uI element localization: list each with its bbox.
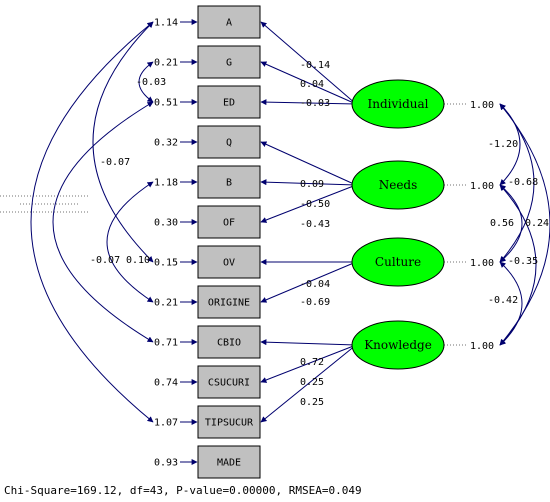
latent-variable-label: Culture [375, 255, 421, 269]
error-covariance-arc [92, 21, 154, 263]
observed-variable-label: A [226, 18, 232, 29]
loading-path [260, 344, 357, 383]
latent-covariance-value: -0.35 [508, 256, 538, 267]
observed-variable-of: OF [197, 205, 261, 239]
error-variance-value: 0.30 [154, 218, 178, 229]
observed-variable-made: MADE [197, 445, 261, 479]
observed-variable-a: A [197, 5, 261, 39]
error-covariance-arc [52, 101, 154, 343]
error-variance-value: 0.93 [154, 458, 178, 469]
error-covariance-value: -0.07 [90, 255, 120, 266]
loading-value: -0.50 [300, 199, 330, 210]
loading-value: 0.09 [300, 179, 324, 190]
error-covariance-arcs [30, 21, 154, 423]
error-covariance-arc [106, 181, 154, 303]
loading-path [260, 184, 357, 223]
loading-value: -0.69 [300, 297, 330, 308]
latent-covariance-value: 0.56 [490, 218, 514, 229]
loading-value: 0.04 [300, 79, 324, 90]
observed-variable-ov: OV [197, 245, 261, 279]
observed-variable-g: G [197, 45, 261, 79]
observed-variable-cbio: CBIO [197, 325, 261, 359]
latent-covariance-value: -1.20 [488, 139, 518, 150]
error-variance-value: 0.51 [154, 98, 178, 109]
loading-path [260, 261, 357, 303]
latent-covariance-arc [499, 261, 523, 346]
latent-variable-label: Individual [367, 97, 428, 111]
error-covariance-arc [138, 61, 154, 103]
latent-covariance-arc [499, 184, 523, 263]
observed-variable-label: CSUCURI [208, 378, 250, 389]
error-variance-value: 0.21 [154, 58, 178, 69]
error-variance-value: 0.71 [154, 338, 178, 349]
observed-variable-q: Q [197, 125, 261, 159]
observed-variable-label: ED [223, 98, 235, 109]
loading-path [260, 99, 357, 106]
error-variance-value: 1.18 [154, 178, 178, 189]
observed-variable-origine: ORIGINE [197, 285, 261, 319]
observed-variable-label: G [226, 58, 232, 69]
loading-paths [260, 21, 357, 423]
loading-value: 0.25 [300, 377, 324, 388]
observed-variable-label: MADE [217, 458, 241, 469]
latent-covariance-arcs [499, 103, 550, 346]
latent-variance-value: 1.00 [470, 100, 494, 111]
latent-variable-label: Knowledge [364, 338, 432, 352]
observed-variable-label: TIPSUCUR [205, 418, 254, 429]
loading-path [260, 141, 357, 186]
error-covariance-value: -0.07 [100, 157, 130, 168]
error-covariance-value: -0.03 [136, 77, 166, 88]
latent-covariance-value: -0.68 [508, 177, 538, 188]
error-variance-value: 0.74 [154, 378, 178, 389]
observed-variable-b: B [197, 165, 261, 199]
latent-variable-needs: Needs [351, 160, 445, 210]
latent-variable-individual: Individual [351, 79, 445, 129]
observed-variable-label: B [226, 178, 232, 189]
loading-value: -0.03 [300, 98, 330, 109]
latent-covariance-value: -0.42 [488, 295, 518, 306]
observed-variable-label: OF [223, 218, 235, 229]
observed-variable-label: OV [223, 258, 235, 269]
coefficient-labels: 1.14 0.21 0.51 0.32 1.18 0.30 0.15 0.21 0.71 0.74… [90, 18, 549, 469]
latent-variable-label: Needs [379, 178, 418, 192]
latent-variable-knowledge: Knowledge [351, 320, 445, 370]
latent-variance-value: 1.00 [470, 341, 494, 352]
error-arrows [180, 19, 198, 465]
fit-statistics: Chi-Square=169.12, df=43, P-value=0.0000… [4, 484, 362, 497]
loading-value: -0.04 [300, 279, 330, 290]
observed-variable-csucuri: CSUCURI [197, 365, 261, 399]
observed-variable-label: ORIGINE [208, 298, 250, 309]
latent-variance-value: 1.00 [470, 181, 494, 192]
faint-background-marks [0, 103, 468, 346]
loading-value: 0.25 [300, 397, 324, 408]
loading-value: -0.14 [300, 60, 330, 71]
loading-path [260, 179, 357, 186]
loading-path [260, 61, 357, 105]
error-covariance-value: 0.10 [126, 255, 150, 266]
error-variance-value: 0.15 [154, 258, 178, 269]
error-covariance-arc [30, 21, 154, 423]
observed-variables: A G ED Q B OF OV ORIGINE CBIO CSUCURI TIPSUCUR MADE [197, 5, 261, 479]
error-variance-value: 0.32 [154, 138, 178, 149]
loading-path [260, 21, 357, 105]
error-variance-value: 1.14 [154, 18, 178, 29]
latent-covariance-value: 0.24 [525, 218, 549, 229]
loading-value: -0.43 [300, 219, 330, 230]
loading-value: 0.72 [300, 357, 324, 368]
latent-variable-culture: Culture [351, 237, 445, 287]
observed-variable-ed: ED [197, 85, 261, 119]
latent-variance-value: 1.00 [470, 258, 494, 269]
observed-variable-label: Q [226, 138, 232, 149]
observed-variable-label: CBIO [217, 338, 241, 349]
loading-path [260, 339, 357, 346]
observed-variable-tipsucur: TIPSUCUR [197, 405, 261, 439]
error-variance-value: 1.07 [154, 418, 178, 429]
error-variance-value: 0.21 [154, 298, 178, 309]
loading-path [260, 344, 357, 423]
